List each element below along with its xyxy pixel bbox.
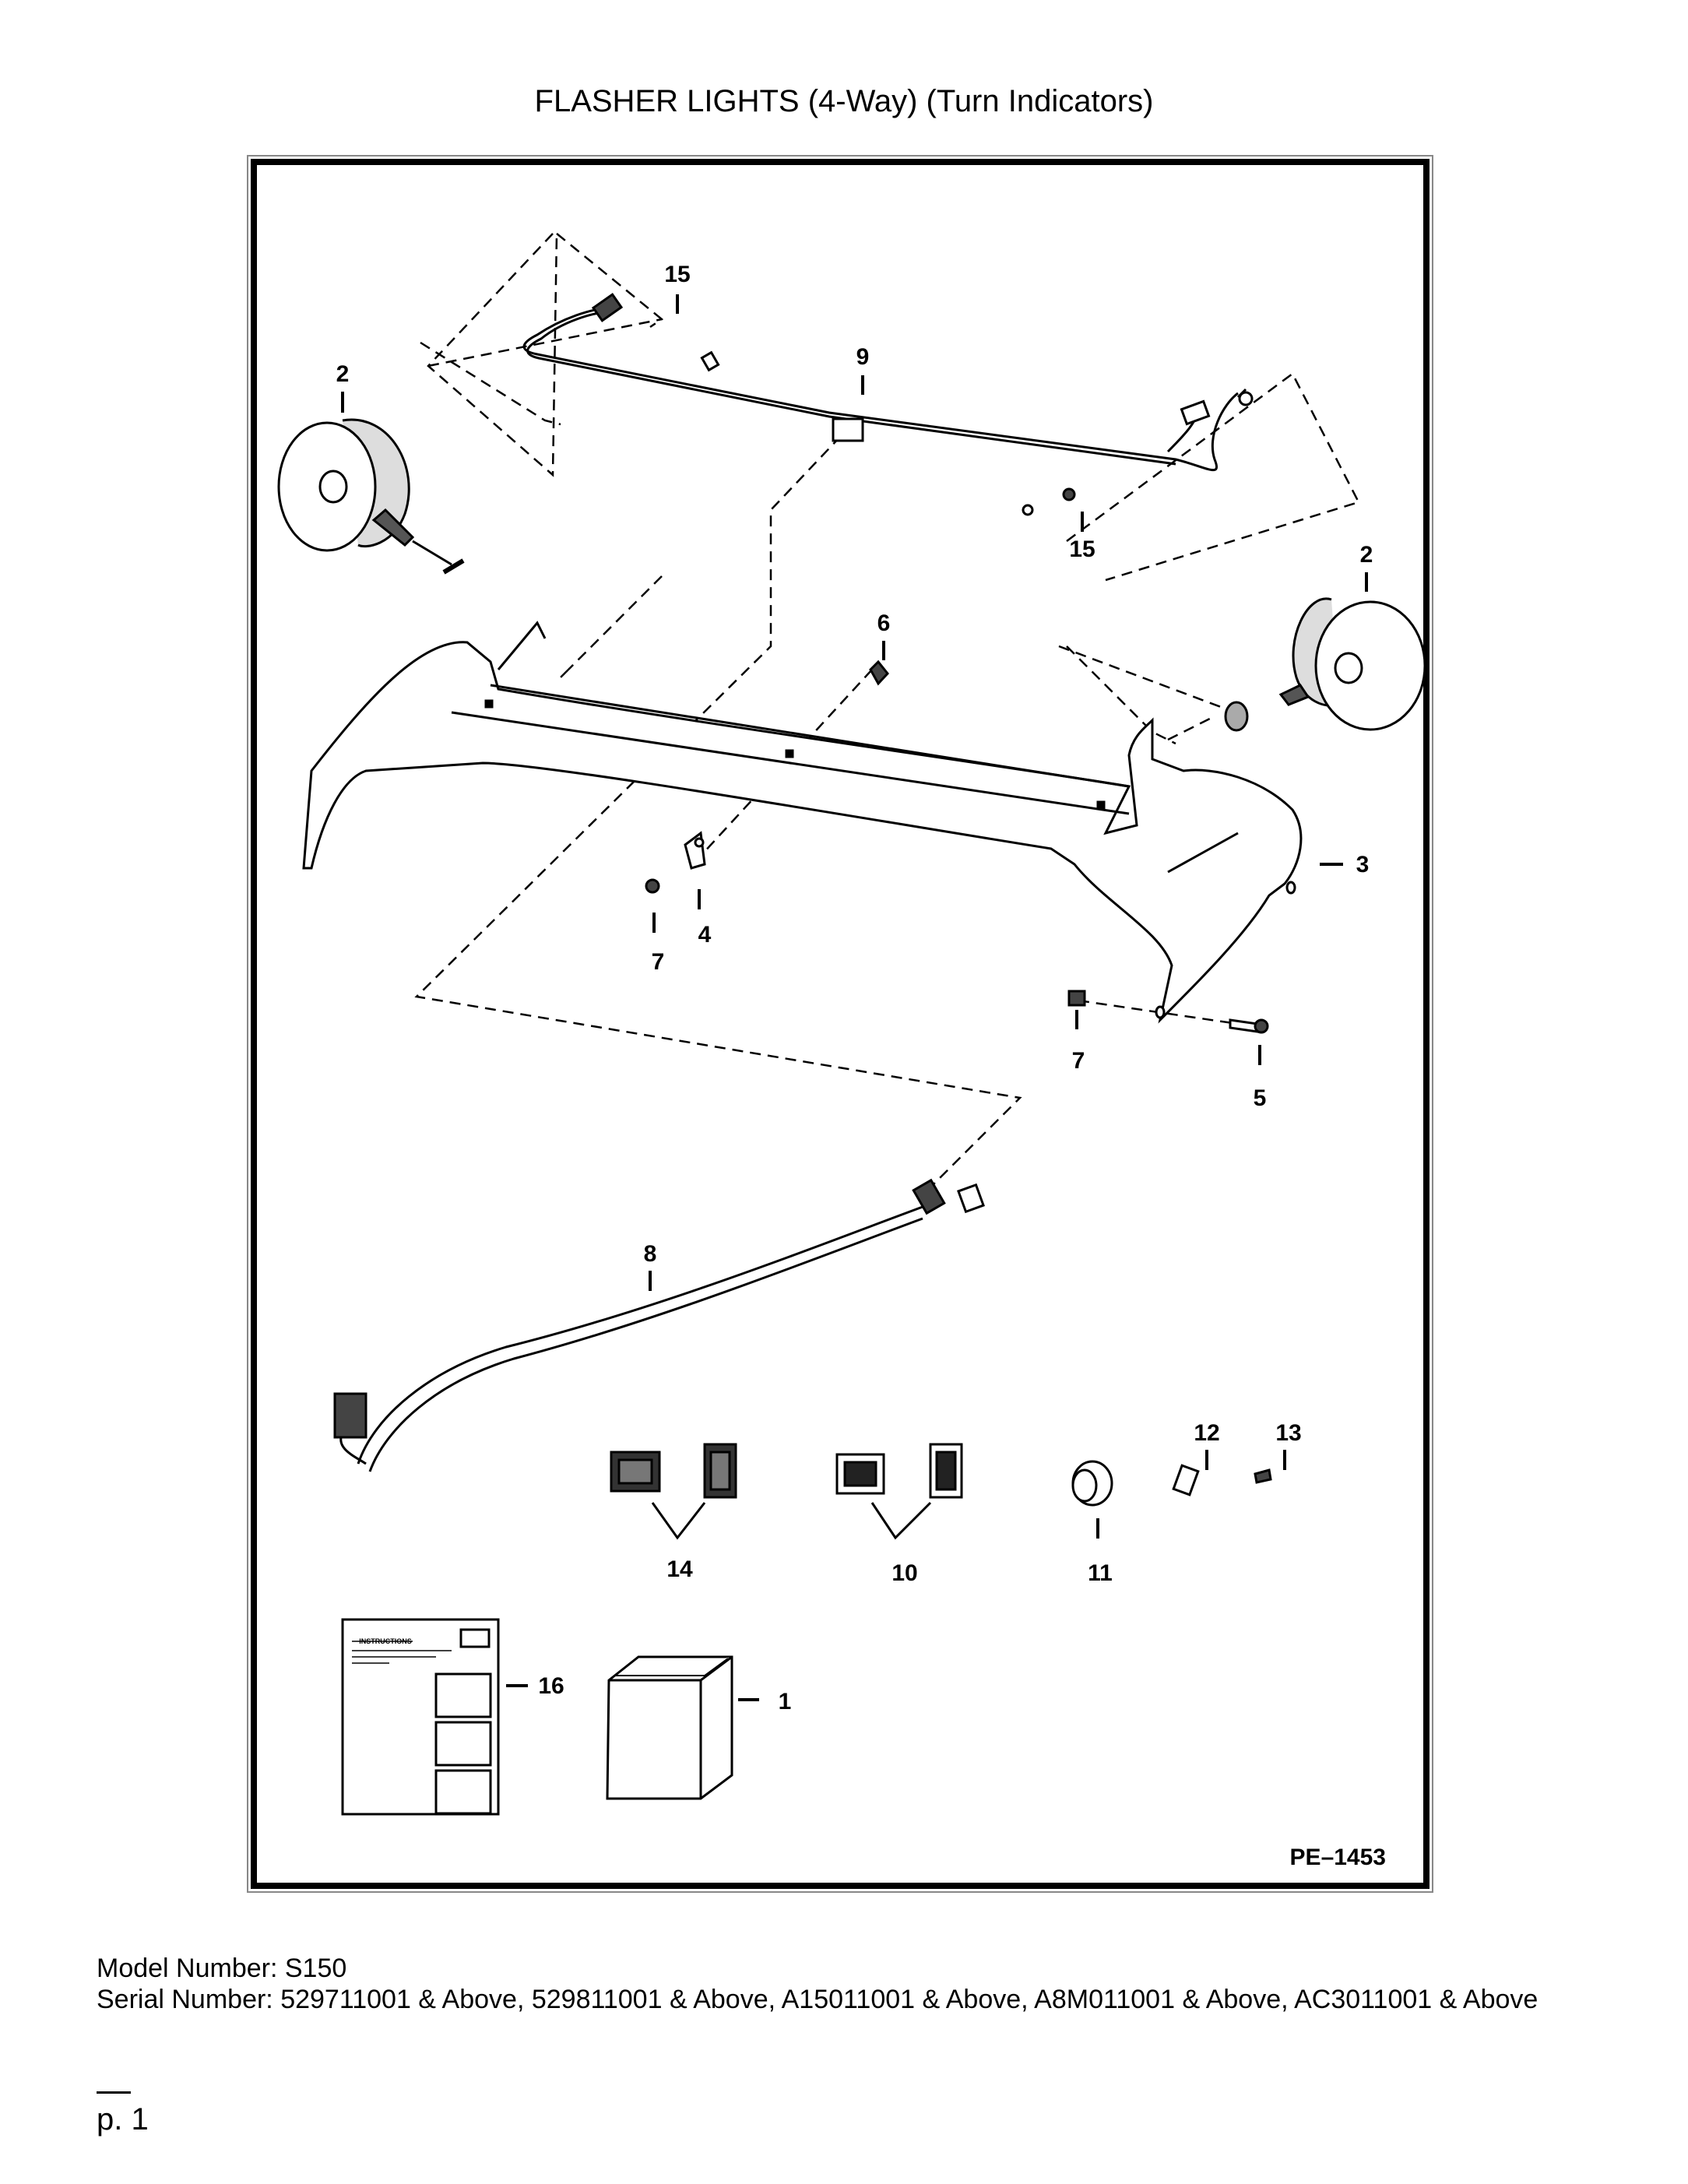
instructions-label: INSTRUCTIONS [359, 1637, 412, 1645]
callout-8: 8 [644, 1241, 657, 1267]
callout-12: 12 [1194, 1420, 1219, 1446]
callout-14: 14 [666, 1556, 693, 1582]
diagram-outer-frame [247, 155, 1433, 1893]
callout-7-right: 7 [1072, 1048, 1085, 1074]
callouts: 15 9 2 15 2 6 3 4 7 7 5 8 12 13 14 10 11… [336, 262, 1373, 1714]
callout-15-right: 15 [1069, 536, 1095, 562]
instruction-sheet: INSTRUCTIONS [341, 1618, 500, 1816]
footer-rule [97, 2091, 131, 2094]
callout-5: 5 [1254, 1085, 1267, 1111]
callout-15-top: 15 [664, 262, 690, 287]
rocker-switches-10 [835, 1443, 963, 1499]
callout-13: 13 [1275, 1420, 1301, 1446]
rocker-switches-14 [610, 1443, 737, 1499]
callout-4: 4 [698, 922, 712, 948]
callout-ticks [341, 294, 1368, 1701]
wiring-harness-top [522, 306, 1247, 472]
callout-2-right: 2 [1360, 542, 1373, 568]
flasher-unit [1071, 1460, 1113, 1507]
terminal-13 [1254, 1468, 1272, 1484]
callout-3: 3 [1356, 852, 1370, 877]
diagram-frame [251, 159, 1430, 1889]
page-number: p. 1 [97, 2102, 149, 2137]
flasher-light-left [277, 418, 452, 566]
leader-lines [651, 1501, 932, 1540]
callout-6: 6 [877, 610, 891, 636]
harness-connectors-top [591, 293, 1254, 516]
page-title: FLASHER LIGHTS (4-Way) (Turn Indicators) [534, 84, 1154, 118]
callout-1: 1 [779, 1689, 792, 1714]
figure-id: PE–1453 [1290, 1845, 1386, 1870]
hardware-parts [645, 659, 1269, 1034]
harness-connectors-lower [333, 1178, 985, 1439]
serial-number: Serial Number: 529711001 & Above, 529811… [97, 1985, 1539, 2014]
callout-2-left: 2 [336, 361, 350, 387]
callout-10: 10 [891, 1560, 917, 1586]
resistor-12 [1172, 1464, 1200, 1496]
wiring-harness-lower [339, 1205, 923, 1472]
callout-11: 11 [1088, 1560, 1113, 1586]
callout-16: 16 [538, 1673, 564, 1699]
callout-9: 9 [856, 344, 870, 370]
callout-7-left: 7 [652, 949, 665, 975]
flasher-light-right [1224, 597, 1426, 732]
kit-box [606, 1655, 733, 1800]
parts-diagram: INSTRUCTIONS 15 9 [247, 155, 1433, 1893]
mounting-bar [302, 621, 1303, 1024]
model-number: Model Number: S150 [97, 1954, 347, 1983]
